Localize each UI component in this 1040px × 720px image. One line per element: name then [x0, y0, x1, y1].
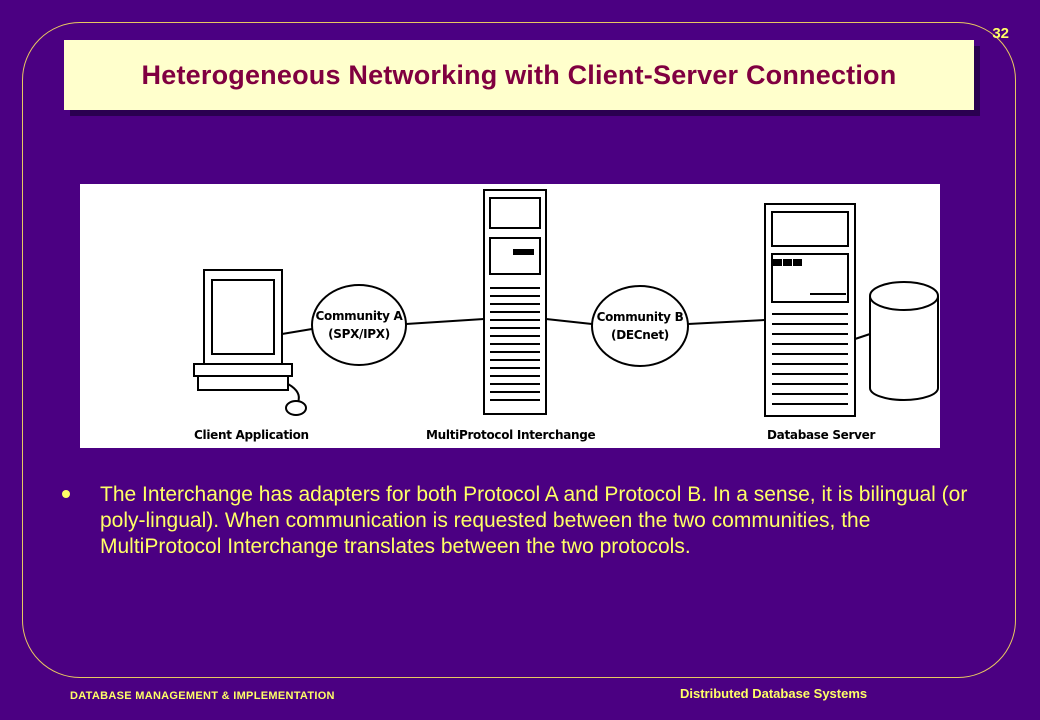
interchange-label: MultiProtocol Interchange	[426, 428, 596, 442]
community-a-ellipse	[311, 284, 407, 366]
title-box: Heterogeneous Networking with Client-Ser…	[64, 40, 974, 110]
community-b-ellipse	[591, 285, 689, 367]
bullet-marker	[62, 490, 70, 498]
slide-frame	[22, 22, 1016, 678]
community-a-protocol: (SPX/IPX)	[328, 327, 390, 341]
client-application-label: Client Application	[194, 428, 309, 442]
client-computer-icon	[193, 269, 307, 416]
network-diagram: Community A (SPX/IPX)	[80, 184, 940, 448]
community-b-protocol: (DECnet)	[611, 328, 669, 342]
database-server-label: Database Server	[767, 428, 875, 442]
community-a-name: Community A	[316, 309, 404, 323]
footer-course: DATABASE MANAGEMENT & IMPLEMENTATION	[70, 690, 335, 702]
slide-title: Heterogeneous Networking with Client-Ser…	[141, 59, 897, 90]
network-diagram-svg: Community A (SPX/IPX)	[193, 189, 939, 442]
footer-topic: Distributed Database Systems	[680, 686, 868, 701]
bullet-text: The Interchange has adapters for both Pr…	[100, 483, 968, 558]
connection-lines	[281, 318, 871, 340]
bullet-list: The Interchange has adapters for both Pr…	[60, 482, 980, 560]
database-cylinder-icon	[869, 281, 939, 401]
page-number: 32	[992, 25, 1009, 42]
interchange-tower-icon	[483, 189, 547, 415]
community-b-name: Community B	[597, 310, 684, 324]
database-server-icon	[764, 203, 856, 417]
